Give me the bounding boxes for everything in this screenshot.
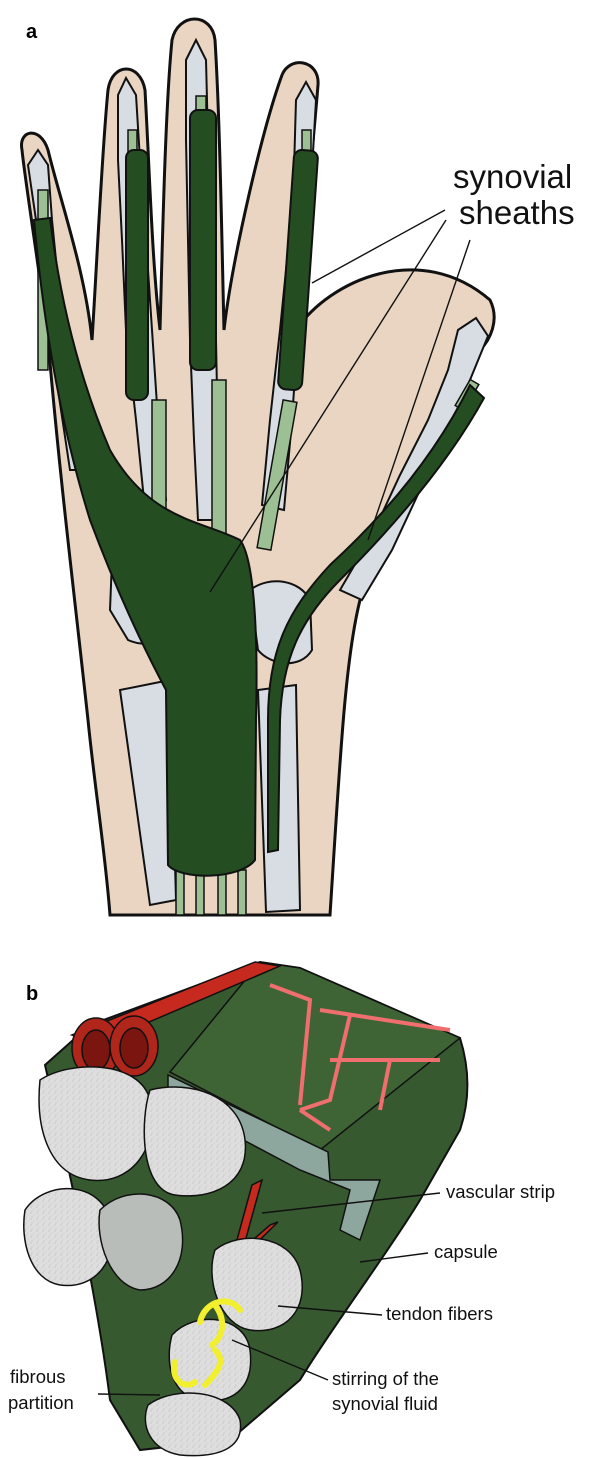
sheath-ring-finger [126, 150, 148, 400]
panel-b: b [8, 962, 555, 1456]
tendon-forearm-1 [176, 870, 184, 915]
panel-letter-a: a [26, 21, 38, 43]
panel-letter-b: b [26, 983, 38, 1005]
tendon-forearm-3 [218, 870, 226, 915]
tendon-forearm-4 [238, 870, 246, 915]
fiber-bundle-1 [39, 1067, 152, 1181]
panel-a: a [22, 19, 575, 915]
label-partition: partition [8, 1392, 74, 1413]
fiber-bundle-3 [24, 1189, 112, 1286]
tendon-forearm-2 [196, 870, 204, 915]
fiber-bundle-7 [145, 1393, 240, 1456]
leader-fibrous-partition [98, 1394, 160, 1395]
label-tendon-fibers: tendon fibers [386, 1303, 493, 1324]
vessel-lumen-2 [120, 1028, 148, 1068]
label-stirring-1: stirring of the [332, 1368, 439, 1389]
fiber-bundle-6 [169, 1319, 250, 1401]
vessel-lumen-1 [82, 1030, 110, 1070]
label-fibrous: fibrous [10, 1366, 66, 1387]
tendon-3 [212, 380, 226, 540]
sheath-middle-finger [190, 110, 216, 370]
label-stirring-2: synovial fluid [332, 1393, 438, 1414]
label-capsule: capsule [434, 1241, 498, 1262]
label-vascular-strip: vascular strip [446, 1181, 555, 1202]
label-sheaths: sheaths [459, 194, 575, 231]
label-synovial: synovial [453, 158, 572, 195]
